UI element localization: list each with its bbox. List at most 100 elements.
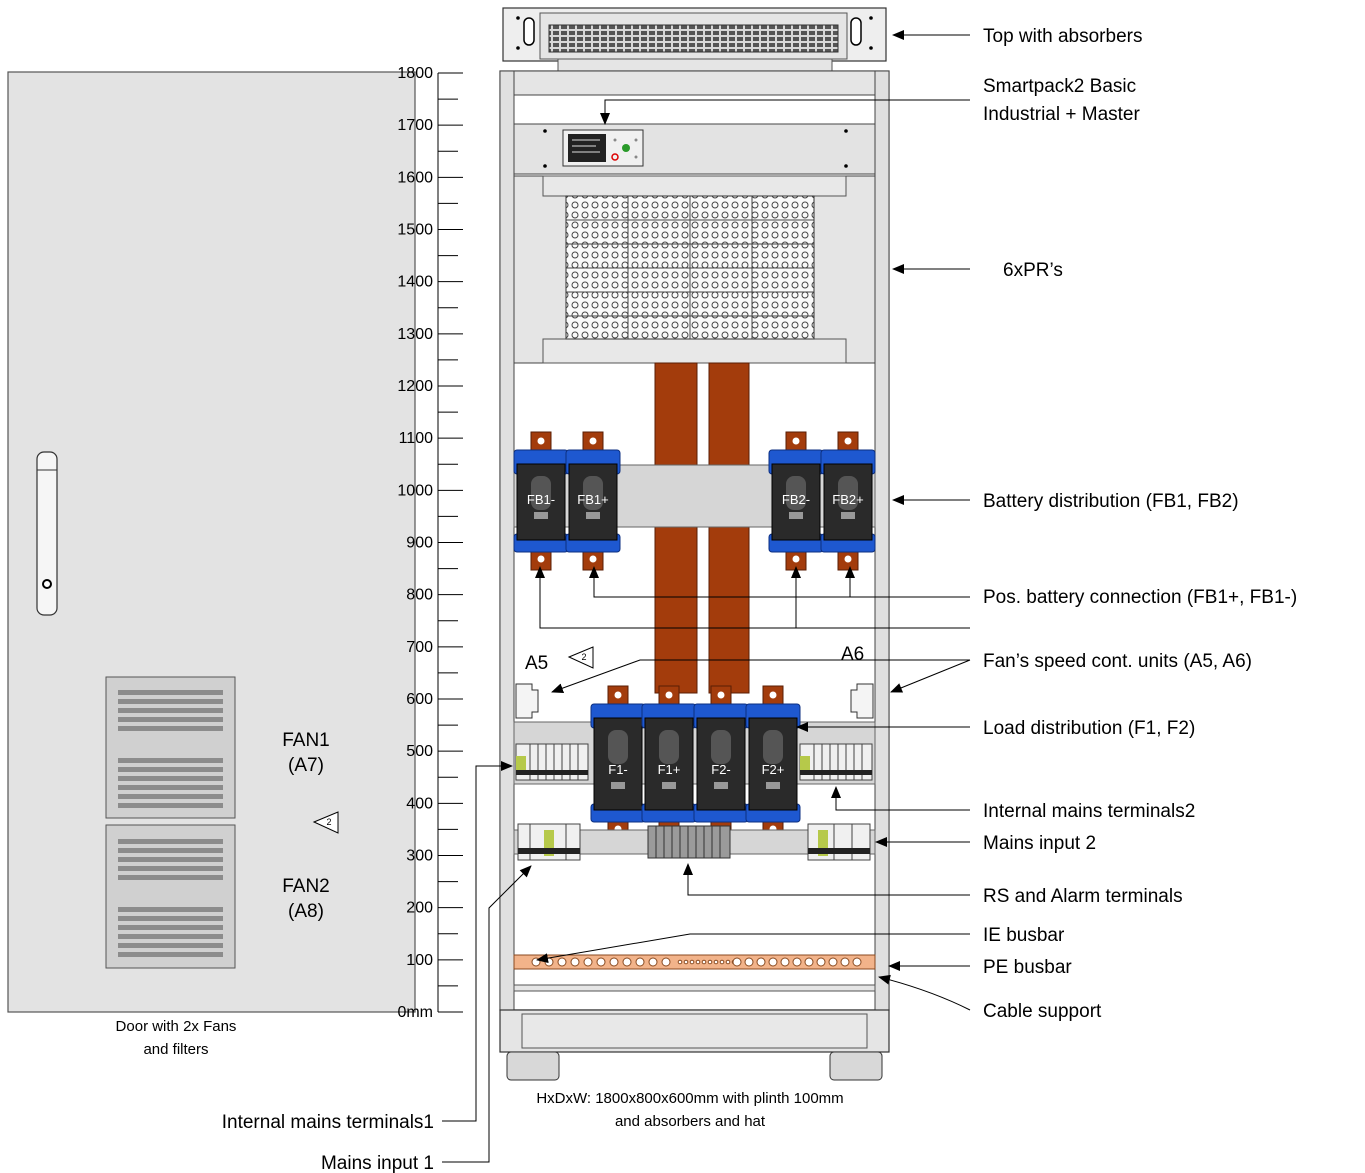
callout-top: Top with absorbers [983,26,1142,47]
fuse-label: FB2- [782,492,810,507]
top-hat [502,7,887,72]
internal-terminals-left [515,743,589,781]
callout-labels: Top with absorbers Smartpack2 Basic Indu… [222,26,1297,1173]
arrow-internal-mains2 [831,786,970,811]
callout-smartpack-line2: Industrial + Master [983,104,1140,125]
fuse-f1-minus: F1- [590,685,646,841]
scale-tick-label: 400 [406,795,433,812]
arrow-smartpack [600,99,970,125]
scale-tick-label: 600 [406,691,433,708]
busbar-right [708,362,750,694]
lock-icon [42,579,52,589]
callout-cable-support: Cable support [983,1001,1102,1022]
callout-ie-busbar: IE busbar [983,925,1065,946]
scale-tick-label: 200 [406,900,433,917]
arrow-fan-a5 [551,659,970,693]
arrow-ie-busbar [536,933,970,964]
scale-tick-label: 800 [406,587,433,604]
fuse-label: FB2+ [832,492,863,507]
scale-tick-label: 1500 [397,222,433,239]
door-marker: 2 [312,811,339,834]
dimensions-line2: and absorbers and hat [615,1113,766,1130]
a5-label: A5 [525,653,548,674]
svg-text:2: 2 [326,817,331,827]
controller-display [568,134,606,162]
a6-label: A6 [841,644,864,665]
arrow-internal-mains1 [442,761,513,1122]
scale-tick-label: 100 [406,952,433,969]
callout-pe-busbar: PE busbar [983,957,1072,978]
rs-alarm-terminals [647,825,731,859]
fuse-fb2-minus: FB2- [768,431,824,571]
callout-smartpack-line1: Smartpack2 Basic [983,76,1136,97]
fan1-id: (A7) [288,755,324,776]
scale-tick-label: 0mm [397,1004,433,1021]
callout-internal-mains1: Internal mains terminals1 [222,1112,434,1133]
busbar-left [654,362,698,694]
internal-terminals-right [799,743,873,781]
fan2-name: FAN2 [282,876,330,897]
top-grill [548,24,839,53]
callout-rs-alarm: RS and Alarm terminals [983,886,1183,907]
fuse-f1-plus: F1+ [641,685,697,841]
scale-tick-label: 1000 [397,482,433,499]
callout-internal-mains2: Internal mains terminals2 [983,801,1195,822]
callout-pos-battery: Pos. battery connection (FB1+, FB1-) [983,587,1297,608]
pe-busbar-holes [531,957,862,967]
callout-mains-input1: Mains input 1 [321,1153,434,1173]
fuse-fb1-minus: FB1- [513,431,569,571]
arrow-pos-fb2-minus [791,566,970,629]
fan2-id: (A8) [288,901,324,922]
arrow-rs-alarm [683,863,970,896]
cabinet-marker: 2 [567,646,594,669]
scale-tick-label: 1400 [397,274,433,291]
fuse-f2-plus: F2+ [745,685,801,841]
callout-fan-units: Fan’s speed cont. units (A5, A6) [983,651,1252,672]
scale-tick-label: 500 [406,743,433,760]
door-caption-line1: Door with 2x Fans [116,1018,237,1035]
svg-text:2: 2 [581,652,586,662]
mains-input-1-terminals [517,823,581,861]
scale-tick-label: 300 [406,848,433,865]
door: FAN1 (A7) FAN2 (A8) 2 Door with 2x Fans … [7,71,416,1058]
fan1-name: FAN1 [282,730,330,751]
callout-prs: 6xPR’s [1003,260,1063,281]
scale-tick-label: 1600 [397,169,433,186]
rectifier-shelf [513,175,876,364]
fan-unit-a5 [515,683,539,719]
cabinet: FB1- FB1+ FB2- FB2+ A5 A6 2 [499,7,890,1130]
fuse-label: F2+ [762,762,785,777]
fuse-label: F1+ [658,762,681,777]
fuse-label: F1- [608,762,628,777]
scale-tick-label: 1200 [397,378,433,395]
fan1-filter [105,676,236,819]
scale-tick-label: 700 [406,639,433,656]
fan2-filter [105,824,236,969]
fuse-label: F2- [711,762,731,777]
right-upright [874,70,890,1011]
scale-tick-label: 1300 [397,326,433,343]
callouts [442,30,971,1163]
fan1-louvres [118,690,223,808]
door-caption-line2: and filters [143,1041,208,1058]
arrow-fan-a6 [890,659,971,693]
arrow-pos-fb2-plus [845,566,970,598]
arrow-mains-input1 [442,865,532,1163]
callout-battery-dist: Battery distribution (FB1, FB2) [983,491,1239,512]
mains-input-2-terminals [807,823,871,861]
fuse-label: FB1+ [577,492,608,507]
scale-tick-label: 900 [406,535,433,552]
load-fuses: F1- F1+ F2- F2+ [590,685,801,841]
callout-load-dist: Load distribution (F1, F2) [983,718,1195,739]
door-handle[interactable] [36,451,58,616]
cable-support [513,984,876,992]
scale-tick-label: 1700 [397,117,433,134]
left-upright [499,70,515,1011]
fuse-fb1-plus: FB1+ [565,431,621,571]
height-scale: 1800170016001500140013001200110010009008… [397,65,463,1021]
fan2-louvres [118,839,223,957]
scale-tick-label: 1100 [399,430,434,447]
fan-unit-a6 [850,683,874,719]
battery-fuses: FB1- FB1+ FB2- FB2+ [513,431,876,571]
